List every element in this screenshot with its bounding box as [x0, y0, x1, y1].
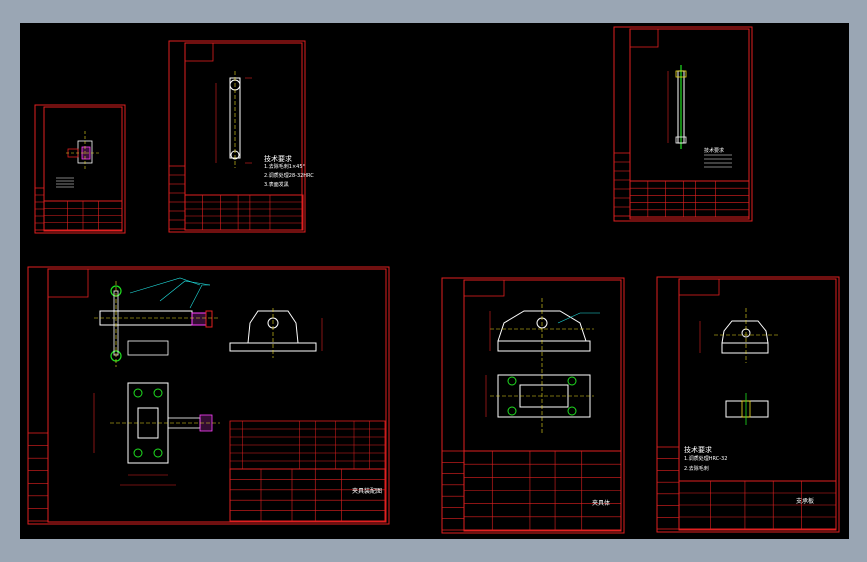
sheet-outer-border — [34, 104, 126, 234]
leader-line — [557, 312, 600, 324]
title-block — [678, 480, 837, 530]
bracket-top-view — [725, 393, 769, 425]
drawing-title: 夹具体 — [592, 500, 611, 507]
base-block — [127, 340, 169, 356]
mount-hole — [567, 376, 577, 386]
side-strip — [34, 187, 45, 231]
tech-note: 技术要求 — [264, 155, 292, 163]
bracket-front-view — [699, 308, 778, 363]
drawing-title: 支承板 — [796, 498, 815, 505]
bolt-hole — [133, 388, 143, 398]
assembly-plan-view — [93, 382, 220, 486]
tech-note: 1.调质处理HRC-32 — [684, 456, 728, 462]
sheet-outer-border — [168, 40, 306, 233]
body-front-view — [489, 298, 600, 361]
sheet-inner-border — [47, 268, 387, 523]
side-strip-border — [656, 446, 680, 530]
sheet-outer-border — [613, 26, 753, 222]
title-block-border — [629, 180, 750, 218]
side-strip — [613, 152, 631, 217]
side-strip — [656, 446, 680, 530]
sheet-outer-border — [656, 276, 840, 533]
sheet-inner-border — [463, 279, 622, 532]
sheet-small-part — [34, 104, 126, 234]
sheet-body — [441, 277, 625, 534]
bom-table — [229, 420, 386, 470]
shaft-end — [675, 136, 687, 144]
title-block-border — [184, 194, 304, 231]
side-strip-border — [168, 165, 186, 230]
body-plan-view — [485, 363, 594, 433]
sheet-shaft — [613, 26, 753, 222]
side-strip-border — [27, 432, 49, 522]
sheet-pin — [168, 40, 306, 233]
plate-outline — [725, 400, 769, 418]
sheet-assembly — [27, 266, 390, 525]
title-block — [629, 180, 750, 218]
mount-hole — [507, 376, 517, 386]
sheet-outer-border — [27, 266, 390, 525]
mount-hole — [507, 406, 517, 416]
tech-note: 技术要求 — [684, 446, 712, 454]
drawing-title: 夹具装配图 — [352, 488, 383, 495]
bolt-hole — [153, 448, 163, 458]
corner-box — [463, 279, 505, 297]
side-strip-border — [613, 152, 631, 217]
knob-cap — [205, 310, 213, 328]
sheet-outer-border — [441, 277, 625, 534]
tech-note: 2.去除毛刺 — [684, 466, 709, 472]
shaft-end — [675, 70, 687, 78]
title-block — [184, 194, 304, 231]
knob — [191, 312, 207, 326]
side-strip-border — [441, 450, 465, 531]
leader-line — [159, 280, 211, 302]
bracket-base — [721, 342, 769, 354]
title-block-border — [229, 468, 386, 522]
tech-note: 3.表面发黑 — [264, 182, 289, 188]
corner-box — [678, 278, 720, 296]
sheet-inner-border — [629, 28, 750, 220]
side-strip — [168, 165, 186, 230]
pin-view — [215, 71, 252, 168]
part-view — [56, 131, 100, 188]
tech-note: 1.去除毛刺1×45° — [264, 164, 306, 170]
bolt-hole — [133, 448, 143, 458]
corner-box — [47, 268, 89, 298]
assembly-side-view — [229, 308, 323, 358]
side-strip — [27, 432, 49, 522]
tech-note: 2.调质处理28-32HRC — [264, 173, 314, 179]
corner-box — [184, 42, 214, 62]
sheet-bracket — [656, 276, 840, 533]
title-block — [43, 200, 123, 231]
bracket-outline — [721, 320, 769, 344]
tech-note: 技术要求 — [704, 148, 725, 154]
sheet-inner-border — [678, 278, 837, 531]
assembly-front-view — [94, 277, 220, 367]
shaft-view — [667, 65, 732, 168]
bolt-hole — [153, 388, 163, 398]
cad-drawing — [27, 26, 840, 534]
sheet-inner-border — [43, 106, 123, 232]
side-strip — [441, 450, 465, 531]
corner-box — [629, 28, 659, 48]
leader-line — [189, 284, 210, 309]
mount-hole — [567, 406, 577, 416]
leader-line — [129, 277, 201, 294]
body-base — [497, 340, 591, 352]
title-block — [229, 468, 386, 522]
title-block — [463, 450, 622, 531]
